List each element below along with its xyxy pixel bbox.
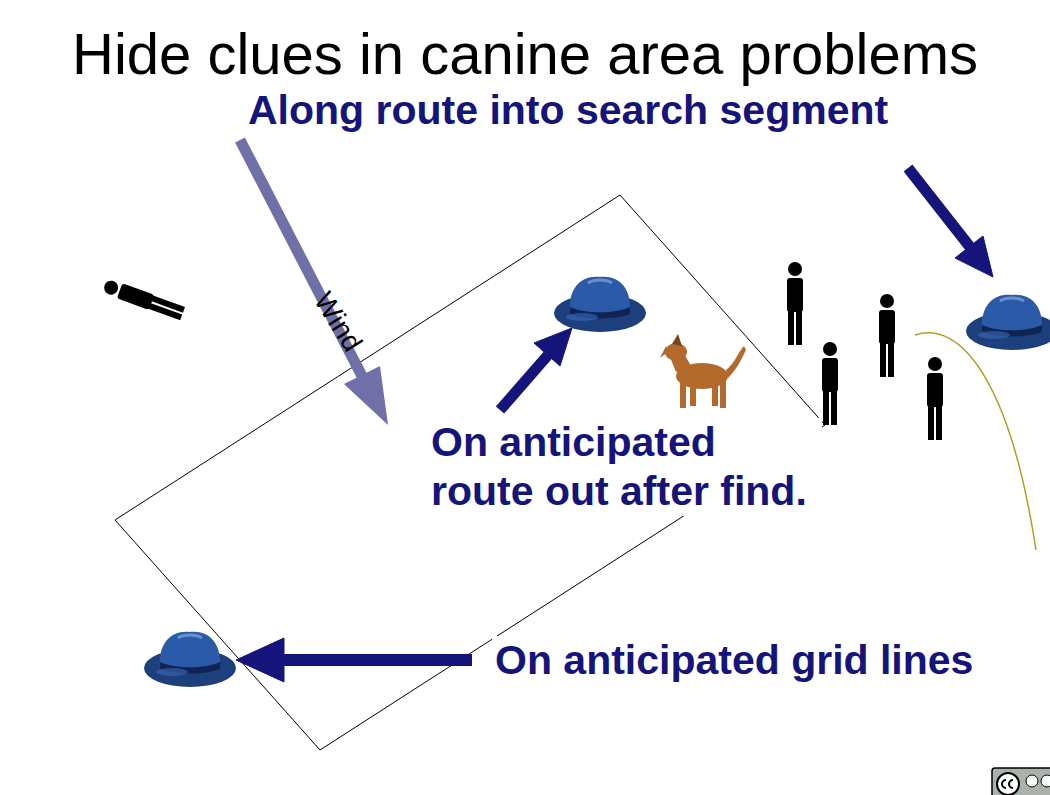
clue-hat xyxy=(554,277,646,332)
search-dog xyxy=(660,334,746,408)
searcher xyxy=(822,342,838,425)
missing-subject xyxy=(102,278,185,321)
pointer-arrow xyxy=(908,168,993,277)
searcher xyxy=(927,357,943,440)
callout-text: On anticipated grid lines xyxy=(492,636,976,685)
searcher xyxy=(787,262,803,345)
clue-hat xyxy=(966,295,1050,350)
callout-text: Along route into search segment xyxy=(245,86,891,135)
route-line xyxy=(915,333,1036,550)
callout-text: On anticipated route out after find. xyxy=(428,418,822,516)
wind-arrow xyxy=(240,140,388,425)
license-badge xyxy=(992,768,1050,795)
wind-label: Wind xyxy=(308,286,369,357)
pointer-arrow xyxy=(500,328,572,410)
searcher xyxy=(879,294,895,377)
slide-title: Hide clues in canine area problems xyxy=(72,20,978,87)
pointer-arrow xyxy=(236,638,472,682)
clue-hat xyxy=(144,632,236,687)
